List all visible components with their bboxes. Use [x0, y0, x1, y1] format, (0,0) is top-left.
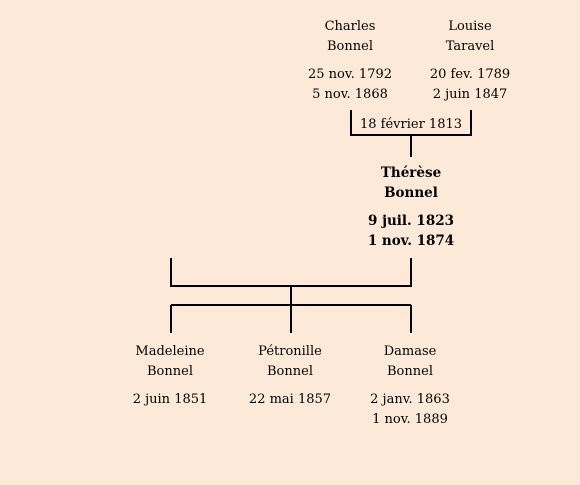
child-card[interactable]: Pétronille Bonnel 22 mai 1857: [235, 342, 345, 410]
child-dates: 2 janv. 1863 1 nov. 1889: [355, 390, 465, 430]
focus-couple-bracket: [170, 258, 412, 287]
child-last-name: Bonnel: [387, 364, 433, 379]
mother-first-name: Louise: [448, 19, 492, 34]
child-card[interactable]: Madeleine Bonnel 2 juin 1851: [115, 342, 225, 410]
father-birth: 25 nov. 1792: [307, 67, 393, 82]
child-birth: 2 juin 1851: [132, 392, 208, 407]
child-dates: 22 mai 1857: [235, 390, 345, 410]
mother-last-name: Taravel: [445, 39, 495, 54]
father-last-name: Bonnel: [327, 39, 373, 54]
child-birth: 2 janv. 1863: [370, 392, 450, 407]
father-card[interactable]: Charles Bonnel 25 nov. 1792 5 nov. 1868: [295, 17, 405, 105]
mother-birth: 20 fev. 1789: [429, 67, 511, 82]
child-birth: 22 mai 1857: [248, 392, 332, 407]
child-first-name: Pétronille: [258, 344, 322, 359]
parents-marriage-date: 18 février 1813: [359, 117, 463, 132]
mother-card[interactable]: Louise Taravel 20 fev. 1789 2 juin 1847: [415, 17, 525, 105]
mother-dates: 20 fev. 1789 2 juin 1847: [415, 65, 525, 105]
father-first-name: Charles: [324, 19, 376, 34]
focus-last-name: Bonnel: [384, 185, 438, 201]
child-dates: 2 juin 1851: [115, 390, 225, 410]
focus-first-name: Thérèse: [380, 165, 442, 181]
father-death: 5 nov. 1868: [312, 87, 388, 102]
child-death: 1 nov. 1889: [372, 412, 448, 427]
child-card[interactable]: Damase Bonnel 2 janv. 1863 1 nov. 1889: [355, 342, 465, 430]
focus-death: 1 nov. 1874: [367, 233, 455, 249]
mother-death: 2 juin 1847: [432, 87, 508, 102]
child-first-name: Madeleine: [135, 344, 205, 359]
child-last-name: Bonnel: [267, 364, 313, 379]
child-first-name: Damase: [383, 344, 437, 359]
focus-person-card[interactable]: Thérèse Bonnel 9 juil. 1823 1 nov. 1874: [356, 163, 466, 251]
focus-birth: 9 juil. 1823: [367, 213, 455, 229]
child-last-name: Bonnel: [147, 364, 193, 379]
focus-dates: 9 juil. 1823 1 nov. 1874: [356, 211, 466, 251]
father-dates: 25 nov. 1792 5 nov. 1868: [295, 65, 405, 105]
